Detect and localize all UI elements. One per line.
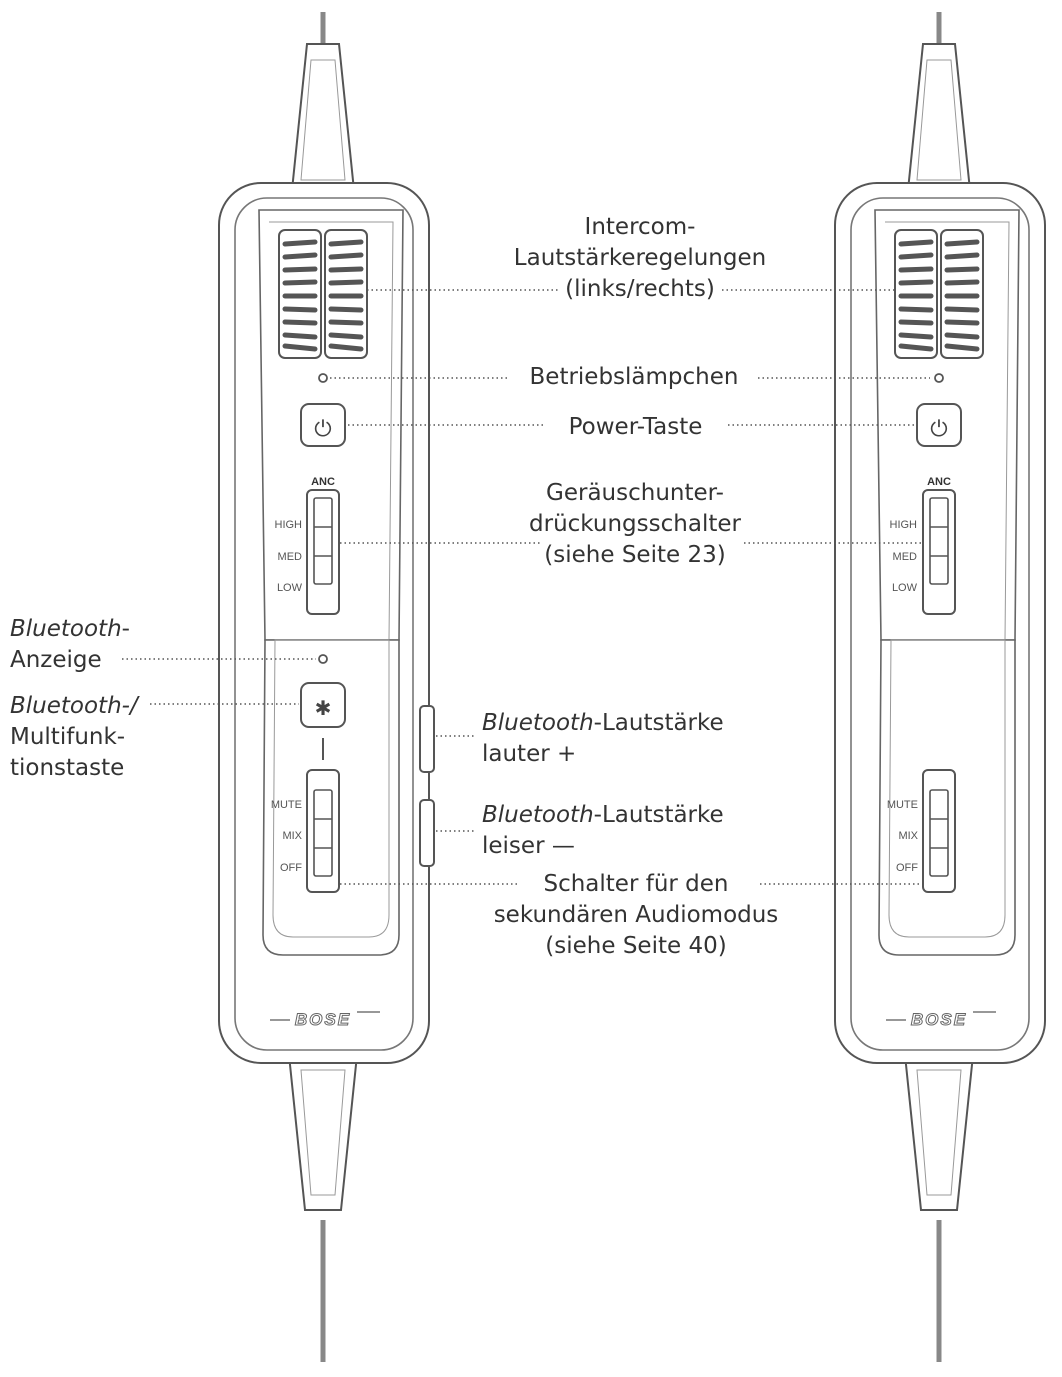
mode-mix-label: MIX xyxy=(282,830,302,842)
anc-switch-label: Geräuschunter- drückungsschalter (siehe … xyxy=(529,480,741,568)
anc-high-label: HIGH xyxy=(275,519,303,531)
svg-text:BOSE: BOSE xyxy=(295,1010,351,1029)
power-icon: ⏻ xyxy=(314,417,331,442)
power-icon: ⏻ xyxy=(930,417,947,442)
left-control-module xyxy=(219,12,435,1362)
anc-low-label: LOW xyxy=(277,582,303,594)
mode-mix-label: MIX xyxy=(898,830,918,842)
volume-down-button xyxy=(419,799,435,867)
right-control-module xyxy=(835,12,1045,1362)
anc-med-label: MED xyxy=(893,551,918,563)
anc-low-label: LOW xyxy=(892,582,918,594)
svg-text:BOSE: BOSE xyxy=(911,1010,967,1029)
anc-title: ANC xyxy=(311,476,335,488)
bose-logo: BOSE xyxy=(886,1010,996,1030)
bose-logo: BOSE xyxy=(270,1010,380,1030)
bluetooth-button-label: Bluetooth-/ Multifunk- tionstaste xyxy=(10,693,138,781)
volume-down-label: Bluetooth-Lautstärke leiser — xyxy=(482,802,724,859)
power-button-label: Power-Taste xyxy=(568,414,703,440)
anc-title: ANC xyxy=(927,476,951,488)
bluetooth-icon: ✱ xyxy=(315,696,332,720)
mode-off-label: OFF xyxy=(280,862,302,874)
volume-up-label: Bluetooth-Lautstärke lauter + xyxy=(482,710,724,767)
volume-up-button xyxy=(419,705,435,773)
bluetooth-indicator xyxy=(318,654,328,664)
anc-high-label: HIGH xyxy=(890,519,918,531)
secondary-audio-switch-label: Schalter für den sekundären Audiomodus (… xyxy=(493,871,779,959)
mode-off-label: OFF xyxy=(896,862,918,874)
bluetooth-indicator-label: Bluetooth- Anzeige xyxy=(10,616,130,673)
bluetooth-button xyxy=(300,682,346,728)
power-light-label: Betriebslämpchen xyxy=(529,364,739,390)
intercom-volume-label: Intercom- Lautstärkeregelungen (links/re… xyxy=(513,214,767,302)
mode-mute-label: MUTE xyxy=(271,799,302,811)
anc-med-label: MED xyxy=(278,551,303,563)
leader-lines xyxy=(122,289,930,885)
mode-mute-label: MUTE xyxy=(887,799,918,811)
